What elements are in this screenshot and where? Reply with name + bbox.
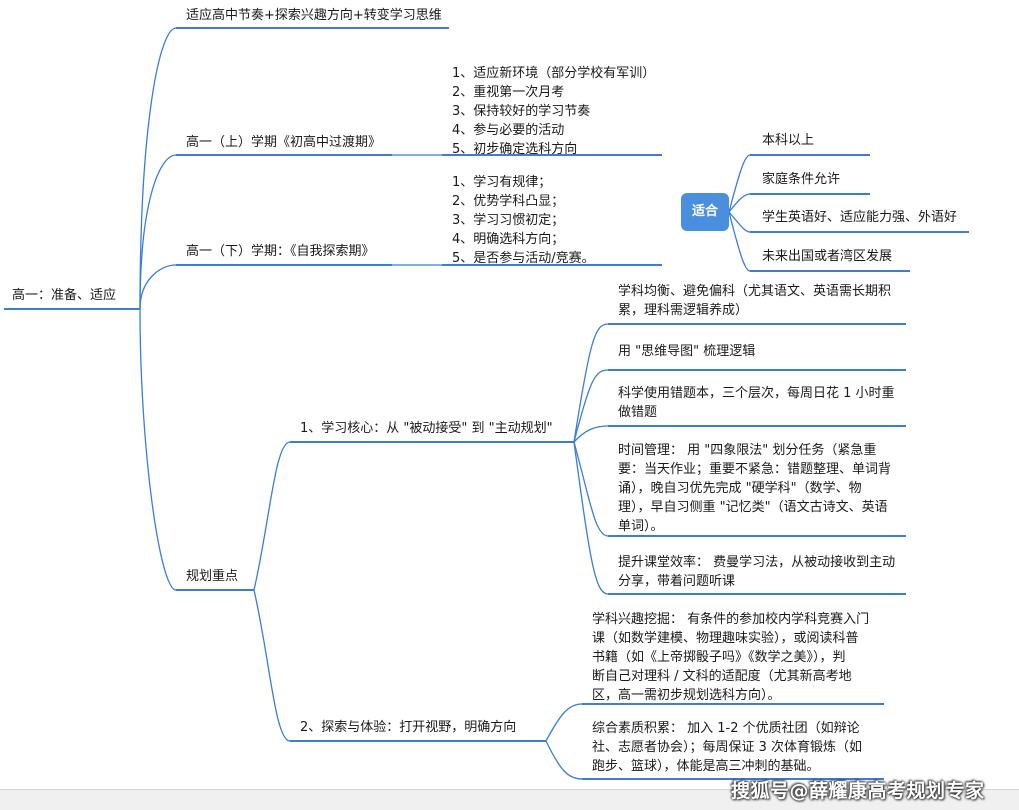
branch-term2-underline	[176, 264, 392, 266]
explore-item: 综合素质积累： 加入 1-2 个优质社团（如辩论 社、志愿者协会）；每周保证 3…	[592, 721, 863, 774]
explore-item-underline	[582, 778, 884, 780]
term1-task-list: 1、适应新环境（部分学校有军训） 2、重视第一次月考 3、保持较好的学习节奏 4…	[452, 66, 656, 157]
connector-core-item2	[573, 369, 609, 443]
suitable-badge: 适合	[681, 193, 729, 231]
core-item: 学科均衡、避免偏科（尤其语文、英语需长期积 累，理科需逻辑养成）	[618, 284, 892, 318]
explore-item-underline	[582, 703, 884, 705]
branch-term1: 高一（上）学期《初高中过渡期》	[186, 135, 382, 150]
term1-task-underline	[442, 154, 662, 156]
connector-badge-item4	[728, 211, 751, 272]
watermark: 搜狐号@薛耀康高考规划专家	[731, 780, 985, 802]
branch-term2: 高一（下）学期：《自我探索期》	[186, 244, 375, 259]
connector-root-term1	[139, 154, 177, 310]
connector-core-item1	[573, 323, 609, 443]
core-item-underline	[608, 369, 906, 371]
core-item: 时间管理： 用 "四象限法" 划分任务（紧急重 要：当天作业；重要不紧急：错题整…	[618, 443, 892, 534]
branch-term1-underline	[176, 154, 392, 156]
explore-topic: 2、探索与体验：打开视野，明确方向	[300, 720, 517, 735]
term2-task-underline	[442, 264, 662, 266]
connector-focus-explore	[253, 589, 291, 742]
core-topic: 1、学习核心：从 "被动接受" 到 "主动规划"	[300, 421, 553, 436]
branch-tagline: 适应高中节奏+探索兴趣方向+转变学习思维	[186, 8, 442, 23]
connector-core-item5	[573, 441, 609, 595]
connector-focus-core	[253, 441, 291, 591]
suitable-item: 家庭条件允许	[762, 172, 841, 187]
branch-focus-underline	[176, 589, 254, 591]
suitable-item: 未来出国或者湾区发展	[762, 249, 893, 264]
root-underline	[4, 308, 140, 310]
connector-core-item3	[573, 425, 609, 443]
root-topic: 高一：准备、适应	[12, 288, 117, 303]
connector-badge-item2	[728, 193, 751, 213]
connector-explore-item1	[545, 703, 583, 742]
explore-topic-underline	[290, 740, 546, 742]
bottom-strip	[0, 789, 1019, 810]
core-item: 提升课堂效率： 费曼学习法，从被动接收到主动 分享，带着问题听课	[618, 555, 896, 589]
suitable-item-underline	[750, 270, 910, 272]
suitable-item-underline	[750, 231, 969, 233]
core-item-underline	[608, 323, 906, 325]
suitable-item-underline	[750, 154, 870, 156]
connector-explore-item2	[545, 740, 583, 780]
core-item-underline	[608, 593, 906, 595]
connector-root-tagline	[139, 27, 177, 310]
connector-badge-item3	[728, 211, 751, 233]
suitable-item: 本科以上	[762, 133, 815, 148]
suitable-item: 学生英语好、适应能力强、外语好	[762, 210, 958, 225]
core-item: 科学使用错题本，三个层次，每周日花 1 小时重 做错题	[618, 386, 895, 420]
core-item-underline	[608, 535, 906, 537]
explore-item: 学科兴趣挖掘： 有条件的参加校内学科竞赛入门 课（如数学建模、物理趣味实验），或…	[592, 612, 870, 703]
connector-core-item4	[573, 441, 609, 537]
core-item-underline	[608, 425, 906, 427]
core-item: 用 "思维导图" 梳理逻辑	[618, 344, 756, 359]
branch-focus: 规划重点	[186, 569, 239, 584]
suitable-item-underline	[750, 193, 870, 195]
connector-root-term2	[139, 264, 177, 310]
core-topic-underline	[290, 441, 574, 443]
connector-root-focus	[139, 308, 177, 591]
term2-task-list: 1、学习有规律； 2、优势学科凸显； 3、学习习惯初定； 4、明确选科方向； 5…	[452, 175, 595, 266]
branch-tagline-underline	[176, 27, 449, 29]
connector-badge-item1	[728, 154, 751, 213]
